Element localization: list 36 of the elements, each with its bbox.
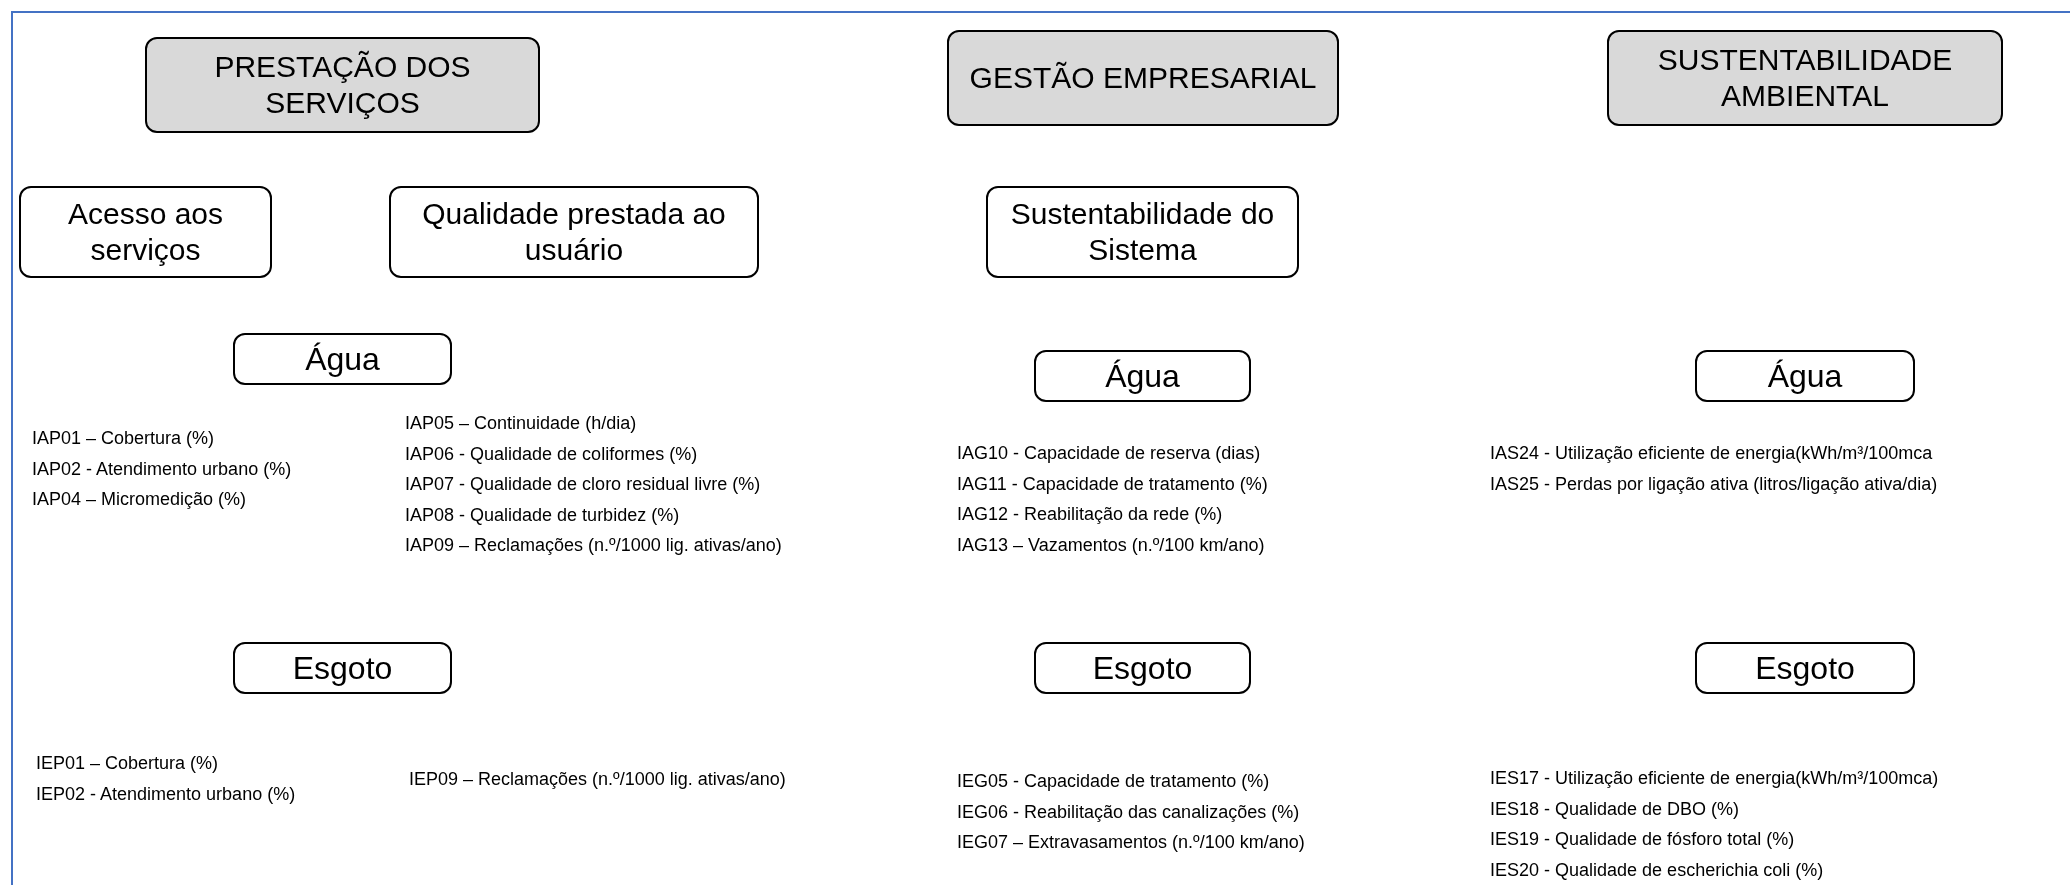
indicator-text: IEP01 – Cobertura (%) bbox=[36, 753, 219, 774]
indicator-text: IAG10 - Capacidade de reserva (dias) bbox=[957, 443, 1261, 464]
subcategory-box: Sustentabilidade do Sistema bbox=[986, 186, 1299, 278]
category-box: PRESTAÇÃO DOS SERVIÇOS bbox=[145, 37, 540, 133]
subcategory-box: Acesso aos serviços bbox=[19, 186, 272, 278]
indicator-text: IAS25 - Perdas por ligação ativa (litros/ligação ativa/dia) bbox=[1490, 473, 1938, 495]
indicator-text: IAG11 - Capacidade de tratamento (%) bbox=[957, 473, 1268, 495]
subcategory-box: Esgoto bbox=[1034, 642, 1251, 694]
subcategory-box: Esgoto bbox=[233, 642, 452, 694]
indicator-text: IES19 - Qualidade de fósforo total (%) bbox=[1490, 829, 1795, 850]
indicator-text: IES18 - Qualidade de DBO (%) bbox=[1490, 798, 1740, 820]
indicator-text: IEP09 – Reclamações (n.º/1000 lig. ativas/ano) bbox=[409, 769, 786, 790]
subcategory-box: Água bbox=[1695, 350, 1915, 402]
subcategory-box: Qualidade prestada ao usuário bbox=[389, 186, 759, 278]
indicator-text: IAP09 – Reclamações (n.º/1000 lig. ativas/ano) bbox=[405, 535, 782, 556]
indicator-text: IAS24 - Utilização eficiente de energia(kWh/m³/100mca bbox=[1490, 443, 1933, 464]
subcategory-box: Esgoto bbox=[1695, 642, 1915, 694]
indicator-text: IES20 - Qualidade de escherichia coli (%) bbox=[1490, 859, 1824, 881]
indicator-text: IAG13 – Vazamentos (n.º/100 km/ano) bbox=[957, 534, 1265, 556]
indicator-text: IES17 - Utilização eficiente de energia(kWh/m³/100mca) bbox=[1490, 768, 1939, 789]
indicator-text: IAP07 - Qualidade de cloro residual livre (%) bbox=[405, 474, 761, 495]
indicator-text: IAG12 - Reabilitação da rede (%) bbox=[957, 504, 1223, 525]
indicator-text: IAP08 - Qualidade de turbidez (%) bbox=[405, 504, 680, 526]
category-box: GESTÃO EMPRESARIAL bbox=[947, 30, 1339, 126]
indicator-text: IAP01 – Cobertura (%) bbox=[32, 428, 215, 449]
indicator-text: IEG06 - Reabilitação das canalizações (%) bbox=[957, 801, 1300, 823]
subcategory-box: Água bbox=[233, 333, 452, 385]
indicator-text: IAP04 – Micromedição (%) bbox=[32, 489, 247, 510]
indicator-text: IAP05 – Continuidade (h/dia) bbox=[405, 413, 637, 434]
indicator-text: IEP02 - Atendimento urbano (%) bbox=[36, 783, 296, 805]
subcategory-box: Água bbox=[1034, 350, 1251, 402]
indicator-text: IEG07 – Extravasamentos (n.º/100 km/ano) bbox=[957, 832, 1305, 853]
indicator-text: IEG05 - Capacidade de tratamento (%) bbox=[957, 771, 1270, 792]
indicator-text: IAP06 - Qualidade de coliformes (%) bbox=[405, 443, 698, 465]
indicator-text: IAP02 - Atendimento urbano (%) bbox=[32, 458, 292, 480]
category-box: SUSTENTABILIDADE AMBIENTAL bbox=[1607, 30, 2003, 126]
